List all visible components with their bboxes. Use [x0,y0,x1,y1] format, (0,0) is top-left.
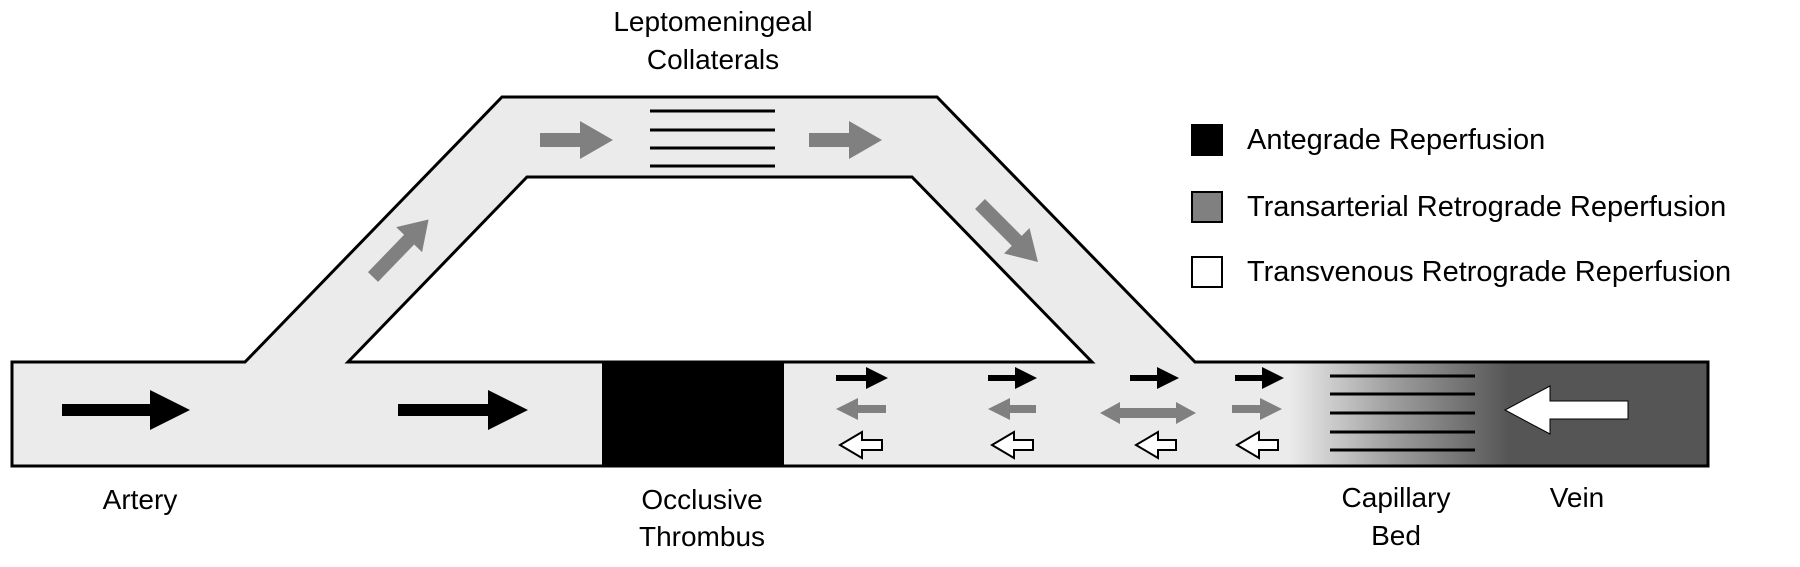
collateral-arrow-ascending [367,219,429,282]
collateral-arrow-top-left [540,121,613,159]
capillary-bed-label-line1: Capillary [1342,482,1451,513]
occlusive-thrombus [602,362,784,466]
arrow-stack-3 [1100,367,1196,460]
arrow-stack-4 [1232,367,1284,460]
transvenous-arrow-vein [1503,385,1629,435]
legend: Antegrade Reperfusion Transarterial Retr… [1191,124,1731,288]
legend-swatch-transarterial [1191,191,1223,223]
antegrade-arrow-artery-2 [398,390,528,430]
collateral-loop-opening [344,175,1096,364]
legend-label-transarterial: Transarterial Retrograde Reperfusion [1247,191,1726,223]
collateral-arrow-top-right [809,121,882,159]
vein-label: Vein [1550,482,1605,513]
legend-label-transvenous: Transvenous Retrograde Reperfusion [1247,256,1731,288]
legend-swatch-antegrade [1191,124,1223,156]
arrow-stack-1 [836,367,888,460]
collateral-capillary-lines [650,109,775,168]
collaterals-label-line1: Leptomeningeal [613,6,812,37]
thrombus-label-line1: Occlusive [641,484,762,515]
thrombus-label-line2: Thrombus [639,521,765,552]
artery-label: Artery [103,484,178,515]
capillary-bed-lines [1330,374,1475,452]
collateral-arrow-descending [975,199,1038,262]
antegrade-arrow-artery-1 [62,390,190,430]
legend-swatch-transvenous [1191,256,1223,288]
legend-label-antegrade: Antegrade Reperfusion [1247,124,1545,156]
collaterals-label-line2: Collaterals [647,44,779,75]
arrow-stack-2 [988,367,1037,460]
capillary-bed-label-line2: Bed [1371,520,1421,551]
